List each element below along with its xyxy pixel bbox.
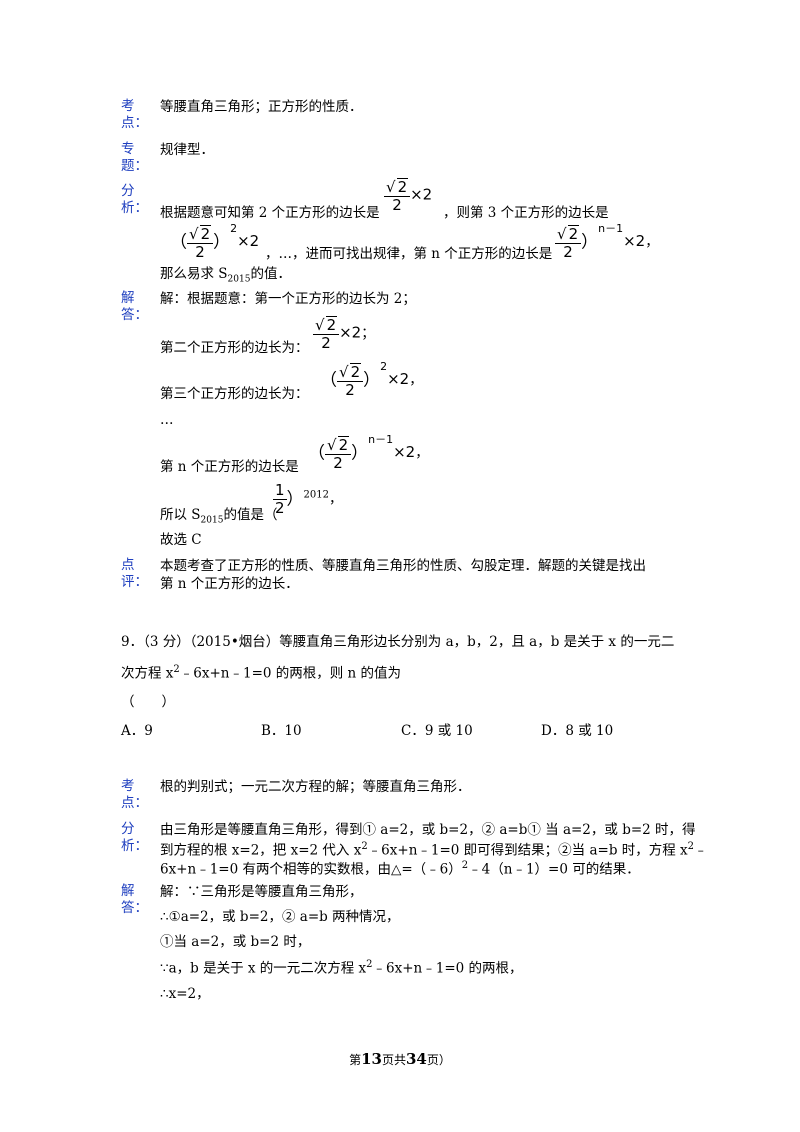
q9-fenxi-line2: 到方程的根 x=2，把 x=2 代入 x2﹣6x+n﹣1=0 即可得到结果；②当… [160,841,708,859]
q9-option-c: C．9 或 10 [401,723,473,739]
q9-jieda-line5: ∴x=2， [160,986,210,1002]
q8-fenxi-line3: 那么易求 S2015的值． [160,266,291,285]
q8-jieda-line1: 解：根据题意：第一个正方形的边长为 2； [160,291,416,307]
label-dianping: 点评： [121,557,148,590]
q8-jieda-line6: 所以 S2015的值是（ [160,507,278,526]
q9-option-d: D．8 或 10 [541,723,614,739]
label-jieda-q9: 解答： [121,883,148,916]
label-kaodian: 考点： [121,98,148,131]
q8-fenxi-line1b: ，则第 3 个正方形的边长是 [443,205,609,221]
q9-option-a: A．9 [121,723,153,739]
page-total: 34 [406,1050,427,1068]
label-fenxi-q9: 分析： [121,821,148,854]
q9-fenxi-line3: 6x+n﹣1=0 有两个相等的实数根，由△=（﹣6）2﹣4（n﹣1）=0 可的结… [160,860,640,878]
q8-dianping-line2: 第 n 个正方形的边长． [160,576,299,592]
q9-jieda-line4: ∵a，b 是关于 x 的一元二次方程 x2﹣6x+n﹣1=0 的两根， [160,959,523,977]
q9-stem-line1: 9．（3 分）（2015•烟台）等腰直角三角形边长分别为 a，b，2，且 a，b… [121,634,675,650]
q9-option-b: B．10 [261,723,302,739]
q8-jieda-answer: 故选 C [160,532,202,548]
q8-jieda-line5: 第 n 个正方形的边长是 [160,459,299,475]
page-footer: 第13页共34页） [349,1050,451,1068]
q9-kaodian-text: 根的判别式；一元二次方程的解；等腰直角三角形． [160,779,471,795]
q8-jieda-line2: 第二个正方形的边长为： [160,340,309,356]
label-kaodian-q9: 考点： [121,778,148,811]
q9-fenxi-line1: 由三角形是等腰直角三角形，得到① a=2，或 b=2，② a=b① 当 a=2，… [160,822,696,838]
q8-jieda-line3: 第三个正方形的边长为： [160,386,309,402]
q9-jieda-line3: ①当 a=2，或 b=2 时， [160,934,311,950]
q9-answer-paren: （ ） [121,694,175,710]
q9-jieda-line2: ∴①a=2，或 b=2，② a=b 两种情况， [160,909,400,925]
q8-kaodian-text: 等腰直角三角形；正方形的性质． [160,99,363,115]
q8-dianping-line1: 本题考查了正方形的性质、等腰直角三角形的性质、勾股定理．解题的关键是找出 [160,558,646,574]
q8-jieda-ellipsis: … [160,412,174,428]
label-jieda: 解答： [121,290,148,323]
q9-jieda-line1: 解：∵三角形是等腰直角三角形， [160,884,363,900]
q8-fenxi-line1a: 根据题意可知第 2 个正方形的边长是 [160,205,380,221]
q8-zhuanti-text: 规律型． [160,142,214,158]
label-zhuanti: 专题： [121,141,148,174]
page-number: 13 [361,1050,382,1068]
q8-fenxi-line2a: ，…，进而可找出规律，第 n 个正方形的边长是 [265,246,553,262]
q9-stem-line2: 次方程 x2﹣6x+n﹣1=0 的两根，则 n 的值为 [121,664,402,682]
label-fenxi: 分析： [121,183,148,216]
